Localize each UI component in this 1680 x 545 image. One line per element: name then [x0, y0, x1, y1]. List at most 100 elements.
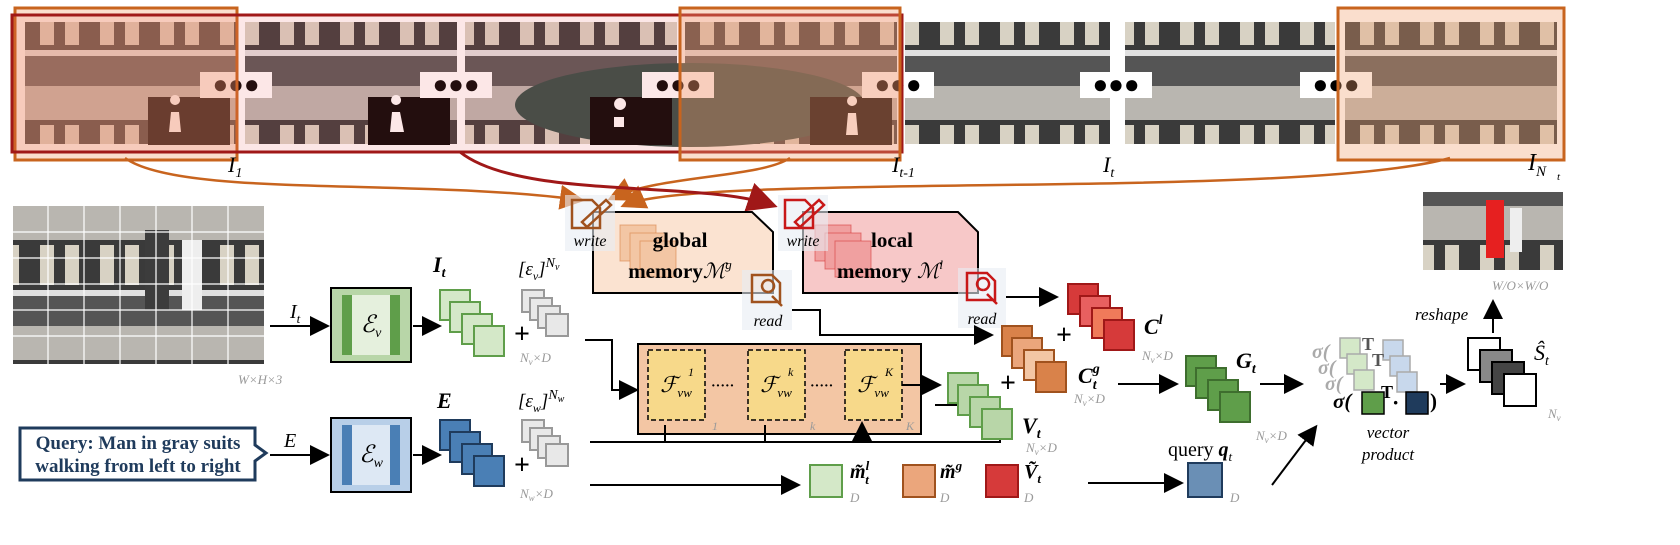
local-memory-stack — [834, 240, 872, 278]
global-frame-highlight — [678, 6, 902, 162]
ellipsis-text: ●●● — [874, 70, 921, 99]
close-paren: ) — [1430, 389, 1437, 413]
word-encoder-symbol: ℰw — [359, 442, 384, 471]
plus-sign: + — [514, 319, 530, 350]
query-line-1: Query: Man in gray suits — [36, 433, 241, 454]
mask-person — [614, 98, 627, 127]
sigma-symbol: σ( — [1312, 341, 1331, 363]
st-dims: Nv — [1547, 406, 1561, 423]
output-image — [1423, 192, 1563, 270]
local-memory: local memory ℳl write read — [778, 195, 1006, 328]
segmented-person — [1486, 200, 1504, 258]
input-frame-image — [13, 206, 264, 364]
visual-pos-dims: Nv×D — [519, 350, 551, 367]
global-frame-highlight — [13, 6, 239, 162]
m-global-square — [902, 464, 936, 498]
write-label-local: write — [787, 233, 820, 250]
frame-5 — [905, 22, 1110, 144]
query-box — [18, 426, 269, 482]
fusion-symbol-1: ℱvw — [660, 372, 692, 400]
fusion-index-1: 1 — [712, 419, 718, 433]
global-frame-highlight — [1336, 6, 1566, 162]
frame-strip: ●●● ●●● ●●● ●●● ●●● ●●● — [10, 6, 1566, 162]
input-frame: W×H×3 — [13, 206, 283, 387]
write-icon — [570, 198, 613, 230]
query-to-product-arrow — [1271, 424, 1318, 486]
product-q-square — [1405, 391, 1429, 415]
visual-pos-label: [εv]Nv — [518, 256, 560, 283]
global-write-arrow — [620, 156, 1451, 209]
visual-encoder: ℰv — [330, 287, 412, 363]
fusion-block-k — [747, 349, 806, 421]
sigma-symbol: σ( — [1318, 357, 1337, 379]
input-frame-gridlines — [13, 206, 264, 364]
visual-feature-label: It — [432, 252, 447, 281]
fusion-sup-1: 1 — [688, 365, 694, 379]
read-label-global: read — [754, 313, 784, 330]
fusion-sup-K: K — [884, 365, 894, 379]
local-window-highlight — [10, 13, 904, 154]
write-icon — [783, 198, 826, 230]
query-input-label: E — [283, 430, 296, 452]
query-input: Query: Man in gray suits walking from le… — [18, 426, 269, 482]
read-icon — [750, 273, 783, 307]
frame-label-current: It — [1102, 152, 1115, 181]
reshape-label: reshape — [1415, 305, 1469, 324]
gt-stack — [1185, 355, 1251, 423]
fusion-dots: ····· — [711, 379, 734, 394]
frame-dims: W×H×3 — [238, 372, 283, 387]
word-pos-dims: Nw×D — [519, 486, 553, 503]
transpose-mark: T — [1372, 350, 1384, 370]
query-vector-label: query qt — [1168, 439, 1233, 464]
plus-sign: + — [1000, 368, 1016, 399]
cg-dims: Nv×D — [1073, 391, 1105, 408]
vector-product: σ( σ( σ( T T T σ( · ) vector product — [1312, 334, 1437, 464]
query-vector-square — [1187, 462, 1223, 498]
product-g-square — [1361, 391, 1385, 415]
global-read-arrow — [792, 309, 994, 345]
local-memory-title: local — [871, 228, 913, 252]
mask-1 — [148, 97, 230, 145]
mask-person — [846, 96, 858, 135]
mask-person — [390, 95, 404, 132]
plus-sign: + — [1056, 320, 1072, 351]
m-global-label: m̃g — [940, 458, 963, 483]
ellipsis-box — [420, 72, 492, 98]
sigma-symbol: σ( — [1333, 389, 1353, 413]
fusion-block-1 — [647, 349, 706, 421]
v-tilde-label: Ṽt — [1024, 460, 1041, 486]
word-feature-stack — [439, 419, 505, 487]
local-write-arrow — [459, 150, 778, 212]
cl-label: Cl — [1144, 313, 1163, 339]
st-stack — [1467, 337, 1537, 407]
fusion-word-inputs — [664, 425, 862, 442]
visual-encoder-symbol: ℰv — [361, 312, 383, 341]
word-encoder: ℰw — [330, 417, 412, 493]
fusion-index-k: k — [810, 419, 816, 433]
v-tilde-square — [985, 464, 1019, 498]
sigma-symbol: σ( — [1325, 373, 1344, 395]
ellipsis-box — [1300, 72, 1372, 98]
ellipsis-box — [1080, 72, 1152, 98]
gt-label: Gt — [1236, 348, 1257, 377]
word-pos-embedding — [521, 419, 569, 467]
query-line-2: walking from left to right — [35, 456, 241, 477]
cg-stack — [1001, 325, 1067, 393]
fusion-index-K: K — [905, 419, 915, 433]
visual-to-fusion-arrow — [585, 339, 639, 400]
word-pos-label: [εw]Nw — [518, 388, 565, 415]
frame-label-last: IN — [1527, 150, 1547, 180]
vt-stack — [947, 372, 1013, 440]
v-tilde-dim: D — [1023, 490, 1034, 505]
fusion-sup-k: k — [788, 365, 794, 379]
visual-feature-stack — [439, 289, 505, 357]
query-vector-dim: D — [1229, 490, 1240, 505]
output-dims: W/O×W/O — [1492, 278, 1549, 293]
plus-sign: + — [514, 450, 530, 481]
vt-label: Vt — [1022, 413, 1042, 442]
m-local-dim: D — [849, 490, 860, 505]
local-memory-name: memory ℳl — [837, 257, 943, 283]
